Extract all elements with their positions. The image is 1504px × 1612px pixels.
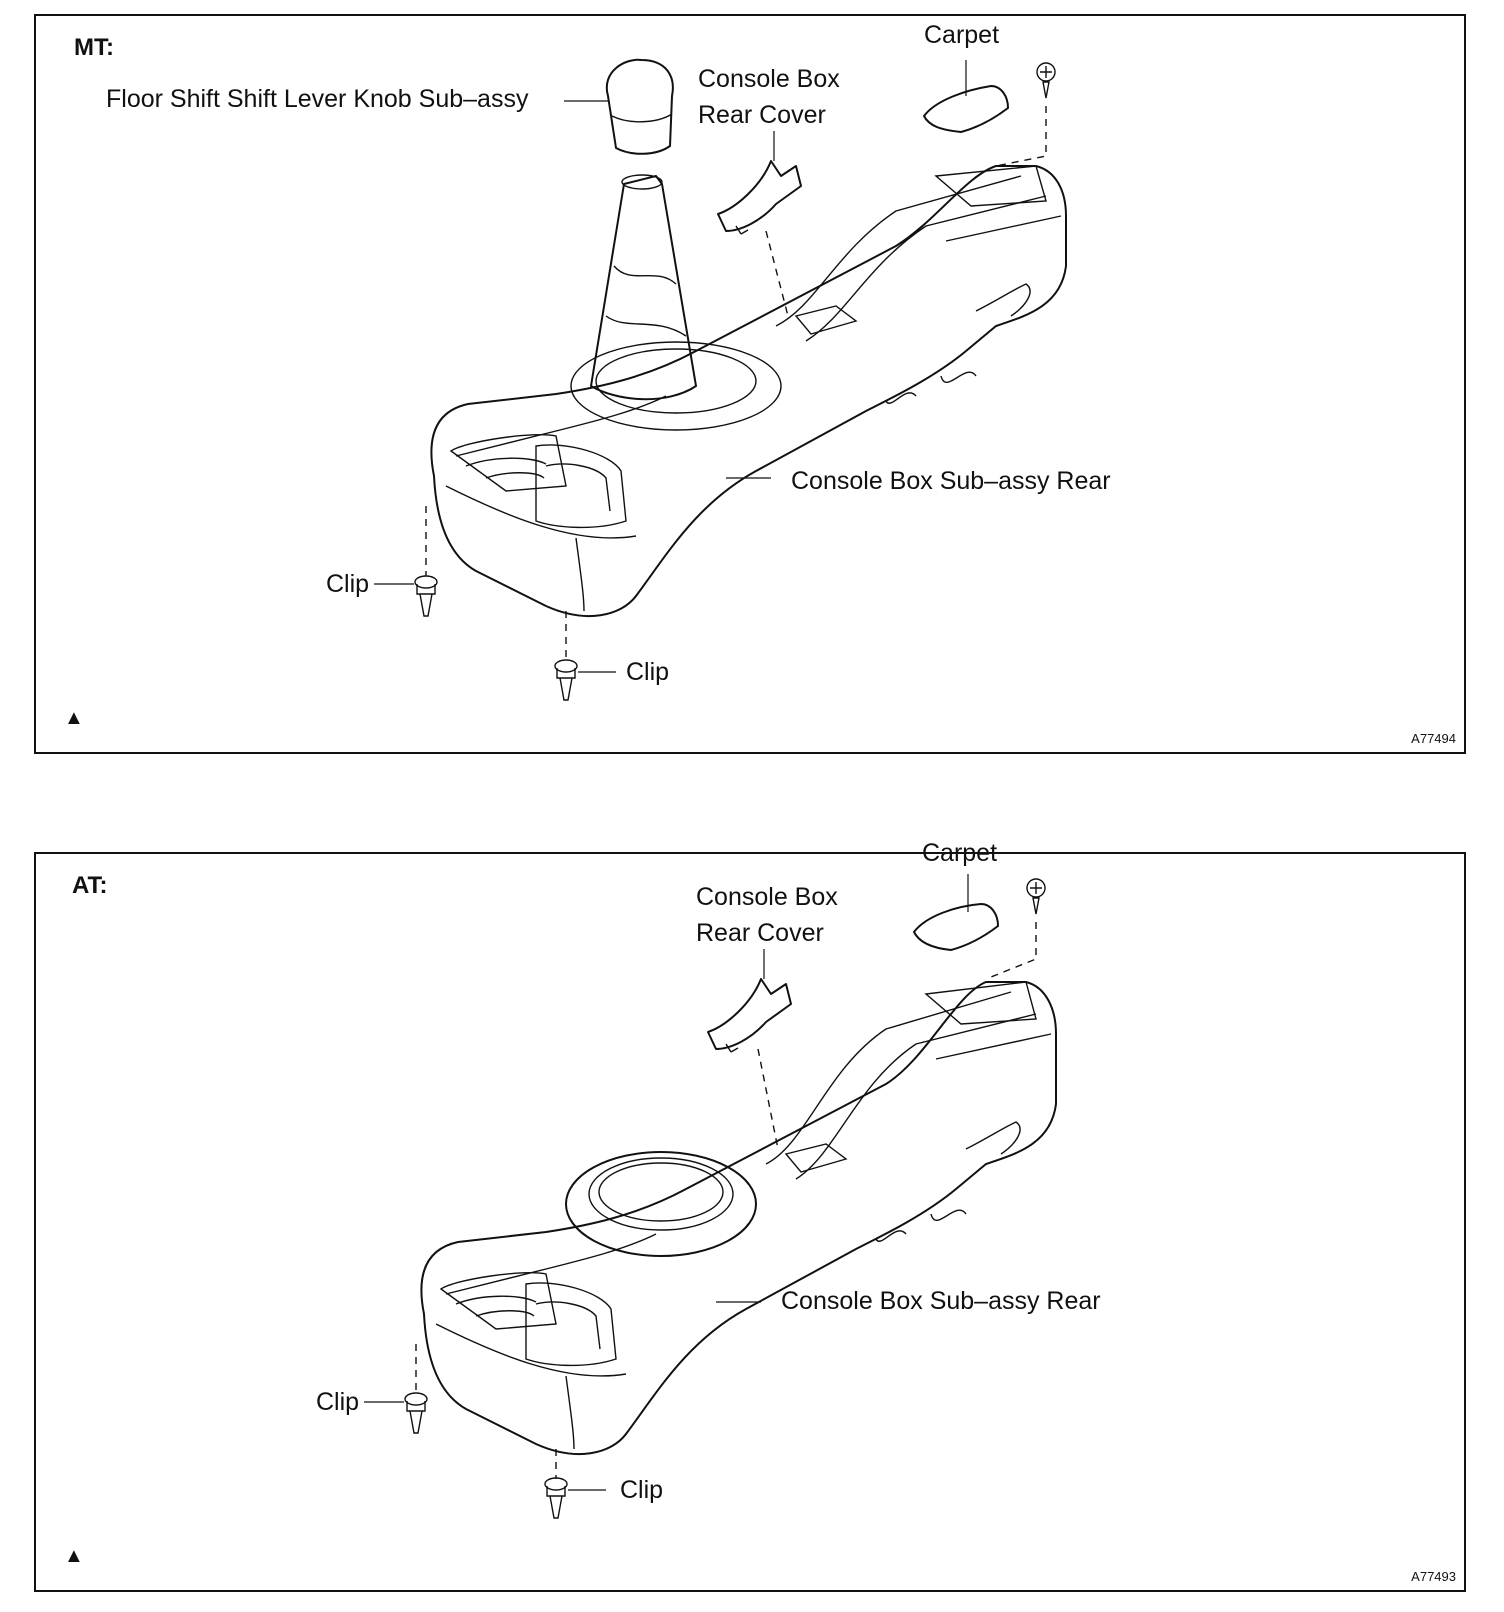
illustration-code: A77493: [1411, 1569, 1456, 1584]
rear-cover-drawing: [717, 160, 802, 235]
label-rear-cover-line1: Console Box: [698, 65, 840, 93]
label-clip-bottom: Clip: [620, 1476, 664, 1504]
label-rear-cover-line2: Rear Cover: [698, 101, 826, 129]
new-part-mark-icon: ▲: [64, 1545, 84, 1567]
label-rear-cover-line2: Rear Cover: [696, 919, 824, 947]
carpet-drawing: [913, 903, 999, 951]
illustration-code: A77494: [1411, 731, 1456, 746]
diagram-panel-at: AT: Console Box Rear Cover Carpet Consol…: [34, 839, 1466, 1592]
label-carpet: Carpet: [922, 839, 998, 867]
clip-icon: [554, 659, 578, 701]
panel-heading: AT:: [72, 872, 108, 899]
label-console-box-sub-assy-rear: Console Box Sub–assy Rear: [791, 467, 1111, 495]
clip-icon: [544, 1477, 568, 1519]
label-clip-left: Clip: [326, 570, 370, 598]
shift-knob-drawing: [605, 58, 674, 155]
console-box-sub-assy-rear-drawing: [430, 165, 1067, 617]
label-shift-lever-knob: Floor Shift Shift Lever Knob Sub–assy: [106, 85, 529, 113]
screw-icon: [1026, 878, 1046, 915]
screw-icon: [1036, 62, 1056, 99]
mt-exploded-view: [374, 58, 1067, 701]
at-exploded-view: [364, 874, 1057, 1519]
label-rear-cover-line1: Console Box: [696, 883, 838, 911]
clip-icon: [404, 1392, 428, 1434]
label-clip-bottom: Clip: [626, 658, 670, 686]
clip-icon: [414, 575, 438, 617]
new-part-mark-icon: ▲: [64, 707, 84, 729]
diagram-panel-mt: MT: Floor Shift Shift Lever Knob Sub–ass…: [34, 14, 1466, 754]
panel-heading: MT:: [74, 34, 114, 61]
label-clip-left: Clip: [316, 1388, 360, 1416]
rear-cover-drawing: [707, 978, 792, 1053]
label-console-box-sub-assy-rear: Console Box Sub–assy Rear: [781, 1287, 1101, 1315]
console-box-sub-assy-rear-drawing: [420, 981, 1057, 1455]
label-carpet: Carpet: [924, 21, 1000, 49]
shift-boot-drawing: [590, 174, 697, 401]
carpet-drawing: [923, 85, 1009, 133]
